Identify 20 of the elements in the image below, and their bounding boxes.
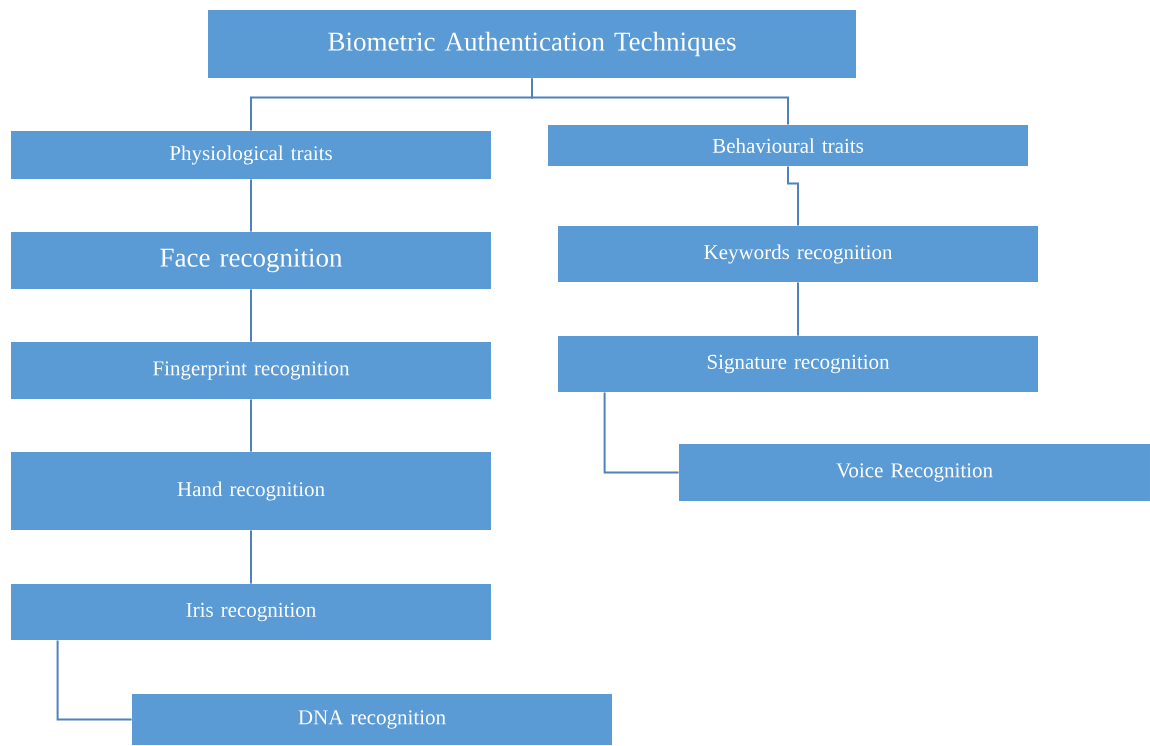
connector-line [56, 639, 133, 721]
connector-line [787, 165, 799, 227]
title-box: Biometric Authentication Techniques [208, 10, 856, 78]
connector-line [603, 391, 680, 474]
technique-box: Hand recognition [11, 452, 491, 530]
category-box: Physiological traits [11, 131, 491, 179]
category-box: Behavioural traits [548, 125, 1028, 166]
technique-box: Signature recognition [558, 336, 1038, 392]
connector-line [797, 281, 799, 337]
technique-box: DNA recognition [132, 694, 612, 745]
connector-line [531, 77, 789, 126]
technique-box: Keywords recognition [558, 226, 1038, 282]
connector-line [250, 288, 252, 343]
connector-line [250, 398, 252, 453]
technique-box: Voice Recognition [679, 444, 1150, 501]
technique-box: Iris recognition [11, 584, 491, 640]
technique-box: Face recognition [11, 232, 491, 289]
connector-line [250, 529, 252, 585]
technique-box: Fingerprint recognition [11, 342, 491, 399]
connector-line [250, 178, 252, 233]
